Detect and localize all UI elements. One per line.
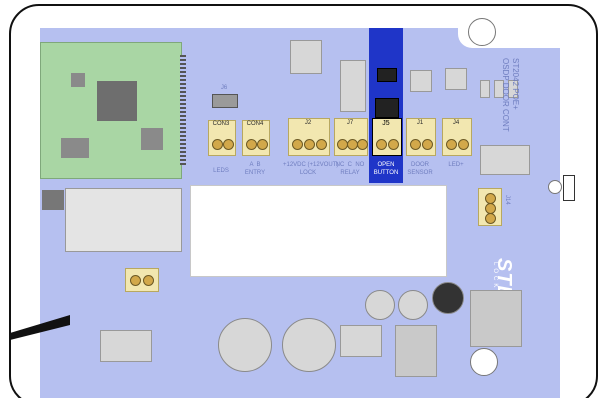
screw-icon [292,139,303,150]
relay-component [290,40,322,74]
mount-hole [470,348,498,376]
screw-icon [485,213,496,224]
j1-door-label: DOOR [411,162,429,168]
screw-icon [410,139,421,150]
screw-icon [130,275,141,286]
con3-sublabel: LEDS [213,168,229,174]
inductor [395,325,437,377]
j14-label: J14 [504,195,510,205]
j2-label: J2 [304,120,312,126]
mount-hole [548,180,562,194]
ethernet-jack[interactable] [65,188,182,252]
capacitor [365,290,395,320]
terminal-con4[interactable] [242,120,270,156]
relay-component [340,60,366,112]
terminal-j4[interactable] [442,118,472,156]
capacitor [398,290,428,320]
j6-header[interactable] [212,94,238,108]
led-icon [480,80,490,98]
capacitor [218,318,272,372]
screw-icon [223,139,234,150]
inductor [470,290,522,347]
chip-component [375,98,399,118]
compute-module[interactable] [40,42,182,179]
jack-connector [42,190,64,210]
screw-icon [316,139,327,150]
screw-icon [212,139,223,150]
bottom-mask [9,398,598,415]
chip-component [100,330,152,362]
j5-sublabel: BUTTON [373,170,399,176]
terminal-lower[interactable] [125,268,159,292]
j7-sublabel: RELAY [340,170,360,176]
con3-label: CON3 [212,121,230,127]
small-chip [141,128,163,150]
j2-pins: +12VDC (+12VOUT) [283,162,339,168]
j1-label: J1 [416,120,424,126]
brand-sub: LOCK [492,262,498,291]
sensor-component [410,70,432,92]
screw-icon [143,275,154,286]
memory-chip [61,138,89,158]
con4-pins: A B [249,162,261,168]
screw-icon [257,139,268,150]
con4-label: CON4 [246,121,264,127]
screw-icon [388,139,399,150]
capacitor [432,282,464,314]
j7-label: J7 [346,120,354,126]
screw-icon [246,139,257,150]
led-component [445,68,467,90]
con4-sublabel: ENTRY [244,170,266,176]
terminal-j5[interactable] [372,118,402,156]
cpu-chip [97,81,137,121]
power-module [480,145,530,175]
j7-pins: NC C NO [335,162,365,168]
terminal-j2[interactable] [288,118,330,156]
terminal-j1[interactable] [406,118,436,156]
capacitor [282,318,336,372]
j1-sublabel: SENSOR [407,170,433,176]
terminal-j14[interactable] [478,188,502,226]
screw-icon [446,139,457,150]
mount-hole [468,18,496,46]
board-title-1: ST2042 POE+ [511,58,520,110]
highlight-j5[interactable] [369,28,403,183]
j4-sublabel: LED+ [448,162,464,168]
small-chip [71,73,85,87]
screw-icon [376,139,387,150]
j4-label: J4 [452,120,460,126]
j2-sublabel: LOCK [299,170,317,176]
screw-icon [304,139,315,150]
j6-label: J6 [220,85,228,91]
cable-wedge [10,315,70,340]
terminal-con3[interactable] [208,120,236,156]
display-window[interactable] [190,185,447,277]
terminal-j7[interactable] [334,118,368,156]
j5-label: J5 [382,120,390,127]
screw-icon [422,139,433,150]
led-icon [494,80,504,98]
screw-icon [458,139,469,150]
chip-component [340,325,382,357]
header-pins [180,55,186,165]
j5-open-label: OPEN [377,162,395,168]
screw-icon [357,139,368,150]
led-icon [508,80,518,98]
board-title-2: OSDP DOOR CONT [501,58,510,132]
chip-component [377,68,397,82]
side-tab [563,175,575,201]
